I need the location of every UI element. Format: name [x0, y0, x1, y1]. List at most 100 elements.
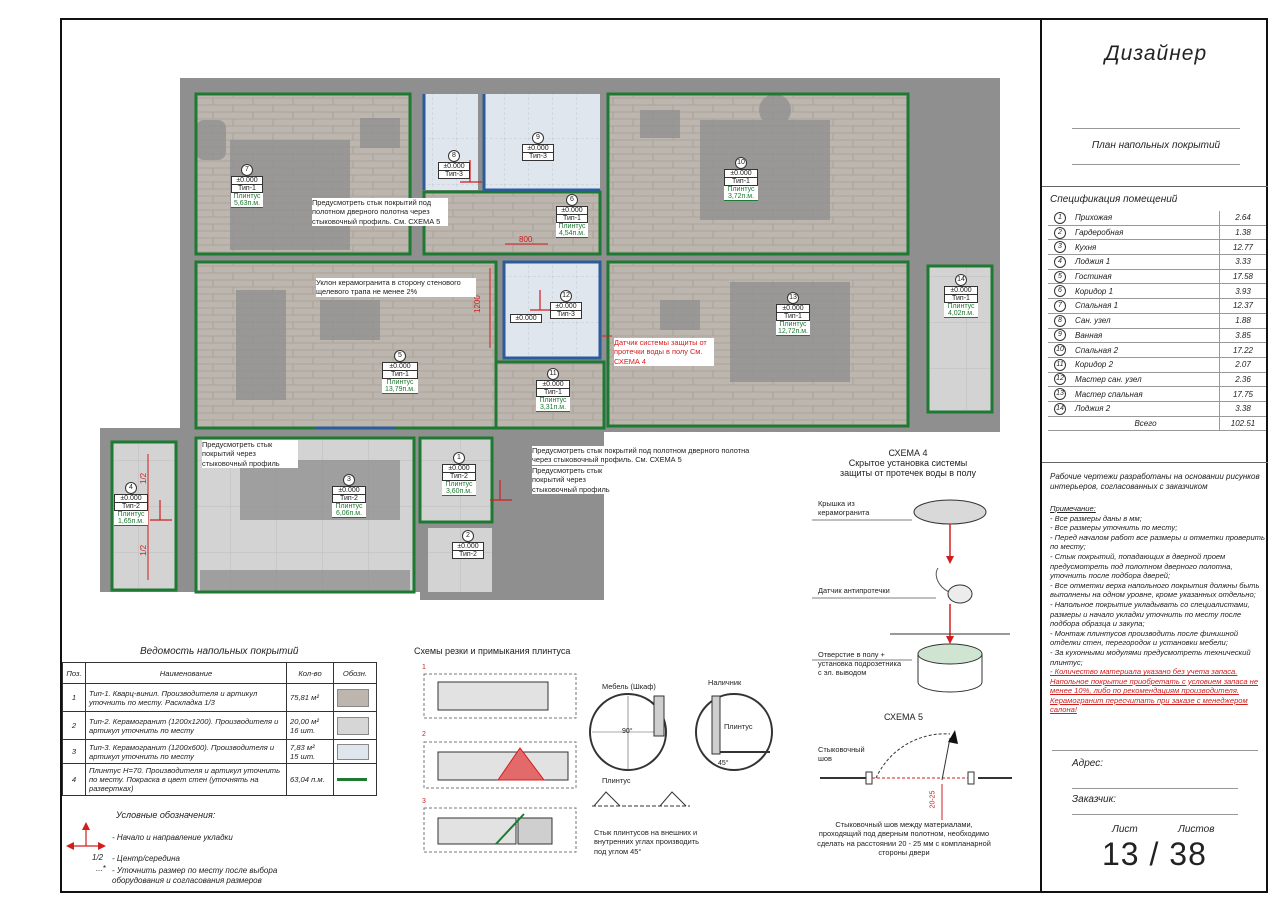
schema5-dim: 20-25: [929, 790, 937, 809]
room-9-tag: 9 ±0.000 Тип-3: [522, 132, 554, 161]
dimension-lines: [147, 243, 612, 580]
note-line: - Напольное покрытие укладывать со специ…: [1050, 599, 1250, 629]
note-line: - Стык покрытий, попадающих в дверной пр…: [1050, 551, 1233, 581]
swatch-tile-600: [333, 739, 377, 764]
cut-plinth-label-right: Плинтус: [724, 722, 753, 731]
materials-col-name: Наименование: [85, 662, 287, 684]
cut-angle-45: 45°: [718, 760, 729, 767]
sheet-number: 13 / 38: [1102, 836, 1207, 872]
door-thresholds: [316, 94, 602, 430]
room-14-tag: 14 ±0.000 Тип-1 Плинтус 4,02п.м.: [944, 274, 978, 318]
legend-star-symbol: ...*: [96, 864, 106, 873]
spec-title: Спецификация помещений: [1050, 194, 1178, 205]
note-hall-joint: Предусмотреть стык покрытий под полотном…: [532, 446, 752, 465]
general-notes: Примечание: - Все размеры даны в мм; - В…: [1050, 504, 1268, 715]
divider: [1072, 814, 1238, 815]
notes-header: Примечание:: [1050, 504, 1096, 513]
table-row: 4 Плинтус Н=70. Производителя и артикул …: [62, 763, 377, 796]
schema4-title: СХЕМА 4: [888, 448, 928, 458]
materials-col-qty: Кол-во: [286, 662, 334, 684]
schema5-caption: Стыковочный шов между материалами, прохо…: [817, 820, 991, 858]
dim-800: 800: [519, 235, 533, 244]
divider: [1042, 462, 1268, 463]
plinth-outlines: [110, 92, 994, 594]
room-12-tag: 12 ±0.000 Тип-3: [550, 290, 582, 319]
note-hall-joint-2: Предусмотреть стык покрытий через стыков…: [532, 466, 616, 495]
room-10-tag: 10 ±0.000 Тип-1 Плинтус 3,72п.м.: [724, 157, 758, 201]
cut-schemes-caption: Стык плинтусов на внешних и внутренних у…: [594, 828, 699, 856]
room-5-tag: 5 ±0.000 Тип-1 Плинтус 13,79п.м.: [382, 350, 418, 394]
schema4-subtitle: Скрытое установка системы защиты от прот…: [839, 458, 977, 478]
room-2-floor: [428, 528, 492, 592]
table-row: 2 Тип-2. Керамогранит (1200х1200). Произ…: [62, 711, 377, 740]
address-label: Адрес:: [1072, 758, 1103, 769]
schema5-joint-label: Стыковочный шов: [818, 745, 865, 763]
title-block: Дизайнер План напольных покрытий Специфи…: [1040, 18, 1268, 893]
schema5-title: СХЕМА 5: [884, 712, 924, 722]
room-3-tag: 3 ±0.000 Тип-2 Плинтус 6,06п.м.: [332, 474, 366, 518]
legend-title: Условные обозначения:: [116, 810, 216, 820]
divider: [1052, 750, 1258, 751]
schema4-lid-label: Крышка из керамогранита: [818, 499, 870, 517]
cut-scheme-1-number: 1: [422, 664, 426, 671]
cut-casing-label: Наличник: [708, 678, 742, 687]
cut-furniture-label: Мебель (Шкаф): [602, 682, 656, 691]
legend-half-symbol: 1/2: [92, 853, 104, 862]
schema4-hole-label: Отверстие в полу + установка подрозетник…: [818, 650, 902, 677]
laying-direction-arrows: [150, 160, 550, 521]
room-2-tag: 2 ±0.000 Тип-2: [452, 530, 484, 559]
note-line: - Перед началом работ все размеры и отме…: [1050, 532, 1265, 552]
dim-half-bottom: 1/2: [139, 544, 148, 556]
cut-angle-90: 90°: [622, 728, 633, 735]
materials-header-row: Поз. Наименование Кол-во Обозн.: [62, 662, 377, 684]
cut-scheme-2-number: 2: [422, 731, 426, 738]
divider: [1042, 186, 1268, 187]
designer-name: Дизайнер: [1104, 42, 1208, 65]
legend-item-center: - Центр/середина: [112, 854, 180, 863]
divider: [1072, 164, 1240, 165]
swatch-vinyl: [333, 683, 377, 712]
schema4-header: СХЕМА 4 Скрытое установка системы защиты…: [808, 448, 1008, 478]
room-4-tag: 4 ±0.000 Тип-2 Плинтус 1,65п.м.: [114, 482, 148, 526]
divider: [1072, 788, 1238, 789]
note-door-joint-top: Предусмотреть стык покрытий под полотном…: [312, 198, 448, 227]
table-row: 3 Тип-3. Керамогранит (1200х600). Произв…: [62, 739, 377, 764]
cut-scheme-3-number: 3: [422, 798, 426, 805]
note-line: - Монтаж плинтусов производить после фин…: [1050, 628, 1239, 648]
room-6-tag: 6 ±0.000 Тип-1 Плинтус 4,54п.м.: [556, 194, 588, 238]
plan-title: План напольных покрытий: [1091, 140, 1221, 151]
dim-1200: 1200: [473, 295, 482, 313]
legend-item-direction: - Начало и направление укладки: [112, 833, 233, 842]
room-8-tag: 8 ±0.000 Тип-3: [438, 150, 470, 179]
room-11-tag: 11 ±0.000 Тип-1 Плинтус 3,31п.м.: [536, 368, 570, 412]
materials-col-pos: Поз.: [62, 662, 86, 684]
cut-schemes-title: Схемы резки и примыкания плинтуса: [414, 646, 571, 656]
drawing-sheet-frame: [60, 18, 1268, 893]
divider: [1072, 128, 1240, 129]
client-label: Заказчик:: [1072, 794, 1117, 805]
dim-half-top: 1/2: [139, 472, 148, 484]
sheets-label: Листов: [1178, 824, 1215, 835]
room-7-tag: 7 ±0.000 Тип-1 Плинтус 5,63п.м.: [231, 164, 263, 208]
room-13-tag: 13 ±0.000 Тип-1 Плинтус 12,72п.м.: [776, 292, 810, 336]
dimension-texts: 800 1200 1/2 1/2: [139, 235, 533, 556]
note-leak-sensor: Датчик системы защиты от протечки воды в…: [614, 338, 714, 367]
note-red-warning: - Количество материала указано без учета…: [1050, 667, 1259, 715]
note-line: - Все отметки верха напольного покрытия …: [1050, 580, 1260, 600]
swatch-tile-1200: [333, 711, 377, 740]
note-tile-slope: Уклон керамогранита в сторону стенового …: [316, 278, 476, 297]
note-line: - За кухонными модулями предусмотреть те…: [1050, 647, 1251, 667]
room-1-tag: 1 ±0.000 Тип-2 Плинтус 3,60п.м.: [442, 452, 476, 496]
